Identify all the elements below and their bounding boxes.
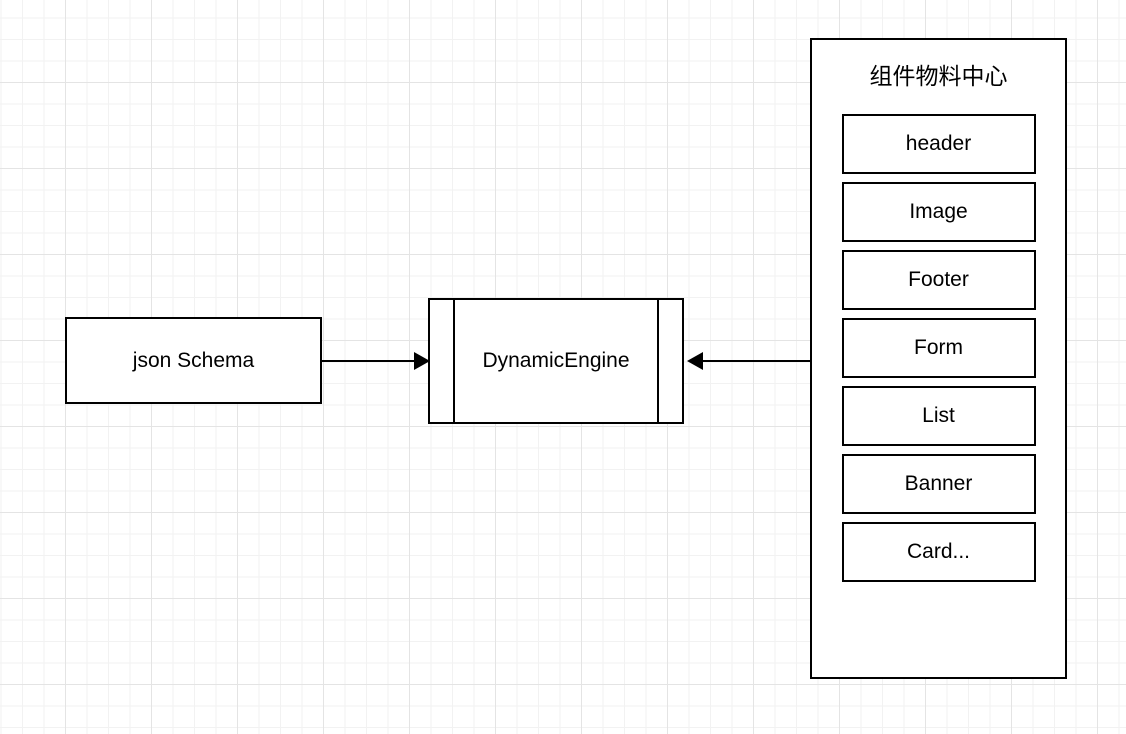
- subprocess-right-rule: [657, 298, 659, 424]
- edge-json-schema-to-engine-arrowhead: [414, 352, 430, 370]
- material-item-form[interactable]: Form: [841, 318, 1036, 378]
- material-item-banner[interactable]: Banner: [841, 454, 1036, 514]
- node-json-schema[interactable]: json Schema: [65, 317, 322, 404]
- edge-json-schema-to-engine-line: [322, 360, 421, 362]
- material-item-header[interactable]: header: [841, 114, 1036, 174]
- material-item-list-component[interactable]: List: [841, 386, 1036, 446]
- node-dynamic-engine-label: DynamicEngine: [482, 349, 630, 372]
- material-item-list: header Image Footer Form List Banner Car…: [812, 114, 1065, 582]
- edge-material-center-to-engine-line: [700, 360, 810, 362]
- material-item-card[interactable]: Card...: [841, 522, 1036, 582]
- material-item-image[interactable]: Image: [841, 182, 1036, 242]
- edge-material-center-to-engine-arrowhead: [687, 352, 703, 370]
- material-item-label: Card...: [906, 540, 971, 563]
- material-item-label: Footer: [908, 268, 969, 291]
- material-item-label: Banner: [904, 472, 973, 495]
- material-item-label: Image: [909, 200, 968, 223]
- material-item-label: Form: [914, 336, 963, 359]
- material-item-footer[interactable]: Footer: [841, 250, 1036, 310]
- node-dynamic-engine[interactable]: DynamicEngine: [428, 298, 684, 424]
- node-json-schema-label: json Schema: [132, 348, 255, 372]
- material-item-label: List: [922, 404, 955, 427]
- subprocess-left-rule: [453, 298, 455, 424]
- material-item-label: header: [905, 132, 972, 155]
- panel-material-center[interactable]: 组件物料中心 header Image Footer Form List Ban…: [810, 38, 1067, 679]
- panel-material-center-title: 组件物料中心: [869, 64, 1008, 90]
